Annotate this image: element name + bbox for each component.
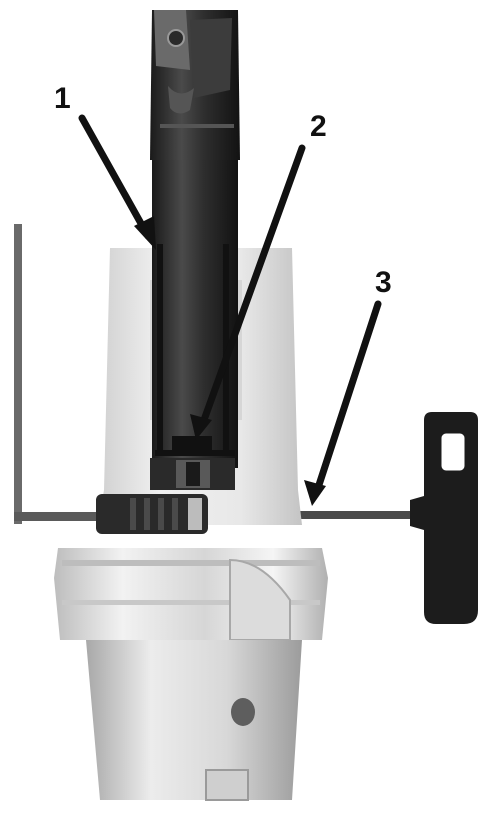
bore-section [150,244,235,490]
t-handle-key-icon [300,412,478,624]
callout-label: 2 [310,110,327,143]
callout-1: 1 [54,82,156,250]
hsk-taper-cone [86,640,302,801]
hex-key-icon [14,224,96,524]
adjustment-screw [96,494,208,534]
callout-2: 3 [304,266,392,506]
holder-flange [54,548,328,641]
callout-label: 3 [375,266,392,299]
callout-3: 2 [190,110,327,440]
end-mill-icon [150,10,240,468]
callout-label: 1 [54,82,71,115]
